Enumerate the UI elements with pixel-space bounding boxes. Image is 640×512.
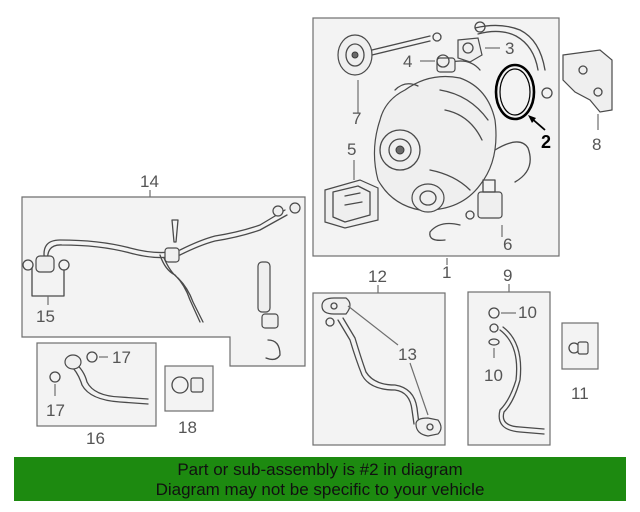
coolant-pipe[interactable]	[337, 317, 420, 425]
callout-11[interactable]: 11	[571, 384, 589, 403]
callout-17-top[interactable]: 17	[112, 348, 131, 367]
callout-9[interactable]: 9	[503, 266, 512, 285]
turbocharger-body[interactable]	[373, 57, 497, 213]
bolt-14[interactable]	[171, 219, 179, 243]
wastegate-actuator[interactable]	[337, 32, 442, 76]
callout-13[interactable]: 13	[398, 345, 417, 364]
pipe-9[interactable]	[498, 326, 545, 435]
banner-line-1: Part or sub-assembly is #2 in diagram	[177, 460, 463, 479]
sensor-part-3[interactable]	[457, 37, 483, 63]
electric-actuator[interactable]	[324, 179, 379, 229]
pipe-group-9	[467, 291, 551, 446]
plug-18[interactable]	[164, 365, 214, 412]
top-hose[interactable]	[474, 24, 546, 71]
bracket-8[interactable]	[562, 49, 613, 113]
banner-line-2: Diagram may not be specific to your vehi…	[155, 480, 485, 499]
oil-return-pipe[interactable]	[69, 361, 149, 405]
turbo-assembly-group: 3 4 7 5 2 6	[312, 17, 560, 257]
side-hose[interactable]	[494, 141, 531, 183]
callout-8[interactable]: 8	[592, 135, 601, 154]
callout-12[interactable]: 12	[368, 267, 387, 286]
gasket-2-highlighted[interactable]	[494, 63, 536, 121]
callout-4[interactable]: 4	[403, 52, 412, 71]
coolant-pipe-group-12	[312, 292, 446, 446]
oil-pipe-group-14	[21, 196, 306, 367]
callout-18[interactable]: 18	[178, 418, 197, 437]
plug-11[interactable]	[561, 322, 599, 370]
seal-4[interactable]	[436, 54, 450, 68]
notice-banner: Part or sub-assembly is #2 in diagram Di…	[14, 457, 626, 501]
oil-pipe-box	[21, 196, 306, 367]
callout-5[interactable]: 5	[347, 140, 356, 159]
lower-hose[interactable]	[429, 222, 461, 241]
callout-6[interactable]: 6	[503, 235, 512, 254]
oil-feed-pipe[interactable]	[43, 209, 286, 263]
callout-7[interactable]: 7	[352, 109, 361, 128]
oil-return-group-16	[36, 342, 157, 427]
callout-17-bottom[interactable]: 17	[46, 401, 65, 420]
callout-2[interactable]: 2	[541, 132, 551, 152]
solenoid-valve-6[interactable]	[465, 179, 503, 220]
parts-diagram: 3 4 7 5 2 6 1 8 14 15	[21, 17, 613, 448]
callout-3[interactable]: 3	[505, 39, 514, 58]
pipe-9-box	[467, 291, 551, 446]
pipe-segment[interactable]	[257, 261, 271, 313]
callout-10-top[interactable]: 10	[518, 303, 537, 322]
callout-16[interactable]: 16	[86, 429, 105, 448]
callout-10-bottom[interactable]: 10	[484, 366, 503, 385]
callout-14[interactable]: 14	[140, 172, 159, 191]
callout-15[interactable]: 15	[36, 307, 55, 326]
callout-1[interactable]: 1	[442, 263, 451, 282]
